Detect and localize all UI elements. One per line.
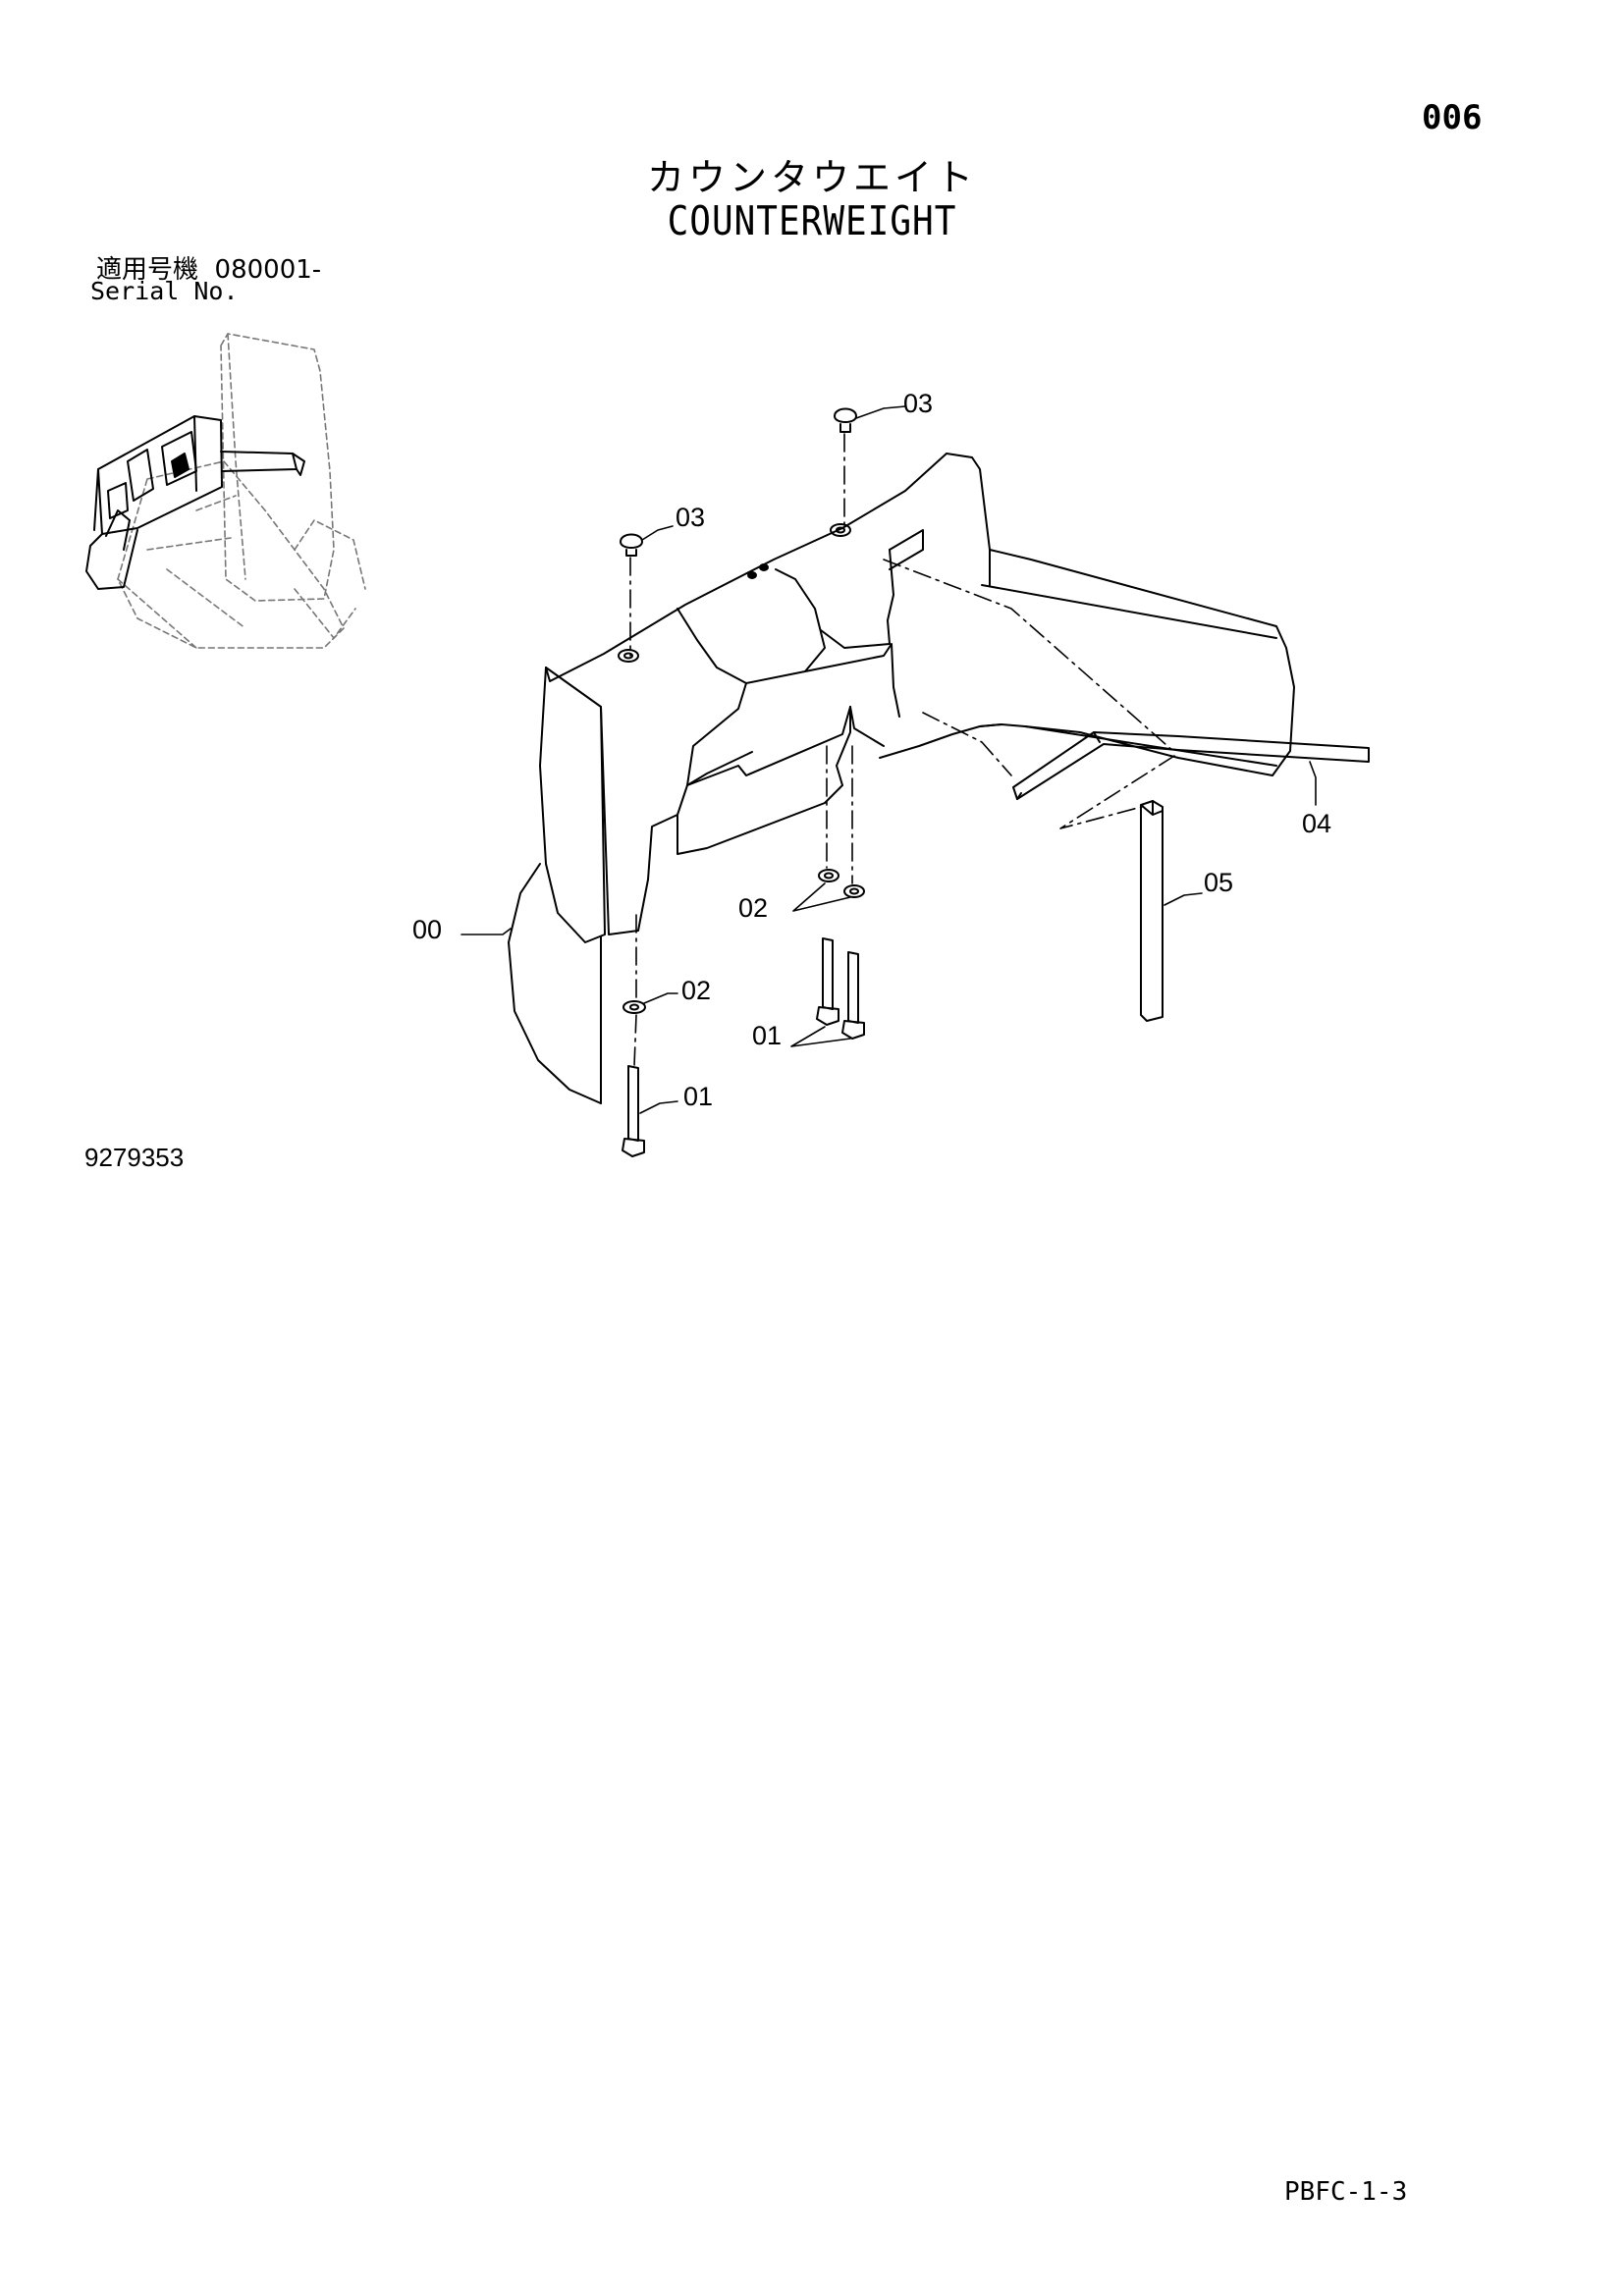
machine-locator-thumbnail [85, 333, 366, 649]
callout-00: 00 [412, 915, 442, 944]
serial-label-japanese: 適用号機 080001- [96, 249, 321, 286]
callout-02-pair: 02 [738, 893, 768, 923]
plate-04 [1012, 731, 1370, 800]
callout-leaders [460, 405, 1317, 1114]
cap-03-left [620, 533, 643, 549]
bolt-01-c [622, 1065, 645, 1157]
assembly-center-lines [629, 433, 1175, 1067]
callout-04: 04 [1302, 809, 1331, 838]
hardware-parts [618, 407, 1370, 1157]
callout-01-pair: 01 [752, 1021, 782, 1050]
callout-02-single: 02 [681, 976, 711, 1005]
callout-01-single: 01 [683, 1082, 713, 1111]
serial-range: 080001- [214, 255, 322, 285]
exploded-parts-diagram: 03 03 00 02 02 01 01 04 05 [85, 333, 1370, 1157]
callout-03-right: 03 [903, 389, 933, 418]
washer-02-c [623, 1000, 646, 1014]
title-english: COUNTERWEIGHT [667, 198, 957, 245]
title-japanese: カウンタウエイト [646, 156, 977, 199]
bar-05 [1140, 800, 1164, 1022]
serial-label-jp: 適用号機 [96, 255, 199, 285]
page-number: 006 [1422, 98, 1483, 137]
bolt-01-b [841, 951, 865, 1040]
cap-03-right [834, 407, 857, 423]
counterweight-body [508, 453, 1295, 1104]
page-code: PBFC-1-3 [1284, 2177, 1408, 2207]
washer-02-b [843, 884, 865, 898]
bolt-01-a [816, 937, 839, 1026]
serial-label-english: Serial No. [90, 277, 239, 305]
drawing-number: 9279353 [84, 1143, 185, 1172]
washer-02-a [818, 869, 839, 882]
callout-05: 05 [1204, 868, 1233, 897]
callout-03-left: 03 [676, 503, 705, 532]
